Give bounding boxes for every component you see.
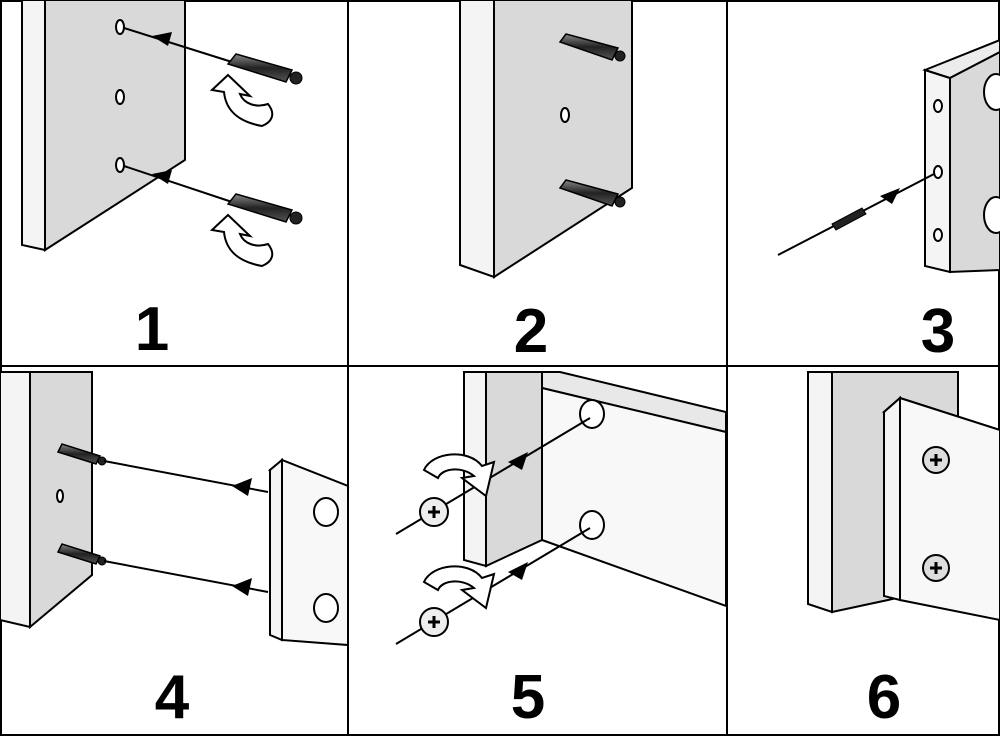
phillips-screw-icon bbox=[419, 497, 449, 527]
hole-icon bbox=[56, 489, 64, 503]
step-2-panel: 2 bbox=[459, 0, 633, 366]
step-number: 5 bbox=[511, 663, 545, 732]
hole-icon bbox=[933, 228, 943, 242]
step-5-panel: 5 bbox=[395, 371, 727, 732]
step-1-panel: 1 bbox=[21, 0, 303, 364]
phillips-screw-icon bbox=[922, 554, 950, 582]
cam-hole-icon bbox=[579, 510, 605, 540]
step-4-panel: 4 bbox=[0, 371, 349, 732]
cam-hole-icon bbox=[983, 196, 1000, 234]
screw-dowel-icon bbox=[56, 543, 107, 566]
screw-dowel-icon bbox=[558, 179, 626, 208]
step-number: 2 bbox=[514, 297, 548, 366]
screw-dowel-icon bbox=[226, 53, 303, 85]
hole-icon bbox=[933, 99, 943, 113]
step-number: 6 bbox=[867, 663, 901, 732]
step-6-panel: 6 bbox=[807, 371, 1000, 732]
step-3-panel: 3 bbox=[777, 38, 1000, 366]
pin-icon bbox=[831, 207, 867, 231]
rotate-arrow-icon bbox=[422, 565, 496, 610]
step-number: 3 bbox=[921, 297, 955, 366]
cam-hole-icon bbox=[313, 497, 339, 527]
rotate-arrow-icon bbox=[422, 453, 496, 498]
phillips-screw-icon bbox=[419, 607, 449, 637]
rotate-arrow-icon bbox=[209, 73, 274, 128]
hole-icon bbox=[115, 157, 125, 173]
hole-icon bbox=[560, 107, 570, 123]
cam-hole-icon bbox=[313, 593, 339, 623]
step-number: 1 bbox=[135, 295, 169, 364]
cam-hole-icon bbox=[579, 399, 605, 429]
rotate-arrow-icon bbox=[209, 213, 274, 268]
hole-icon bbox=[933, 165, 943, 179]
hole-icon bbox=[115, 89, 125, 105]
screw-dowel-icon bbox=[56, 443, 107, 466]
hole-icon bbox=[115, 19, 125, 35]
screw-dowel-icon bbox=[226, 193, 303, 225]
step-number: 4 bbox=[155, 663, 190, 732]
screw-dowel-icon bbox=[558, 33, 626, 62]
cam-hole-icon bbox=[983, 73, 1000, 111]
phillips-screw-icon bbox=[922, 446, 950, 474]
